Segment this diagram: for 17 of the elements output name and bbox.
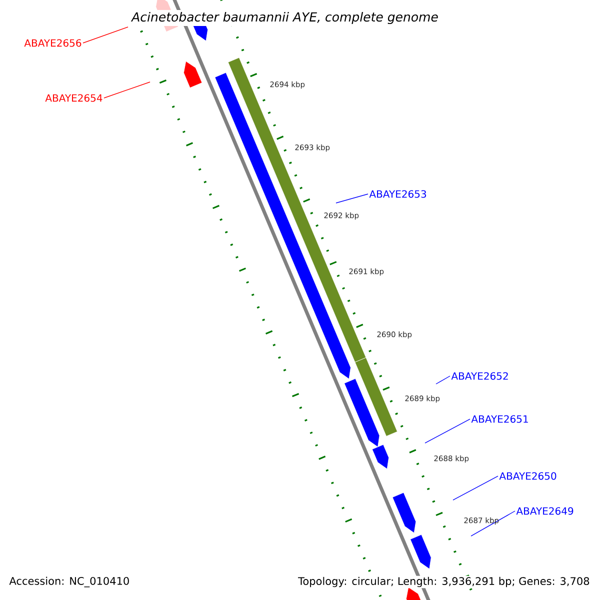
gene-label: ABAYE2649: [516, 507, 574, 515]
gene-label: ABAYE2650: [499, 472, 556, 480]
gene-label: ABAYE2654: [45, 94, 102, 102]
gene-label: ABAYE2656: [24, 39, 82, 47]
leader-line: [424, 418, 470, 444]
leader-line: [82, 26, 128, 44]
accession-text: Accession: NC_010410: [8, 576, 131, 588]
leader-line: [436, 376, 450, 384]
leader-line: [452, 476, 498, 500]
genome-info-text: Topology: circular; Length: 3,936,291 bp; Genes: 3,708: [297, 576, 591, 588]
gene-label: ABAYE2652: [451, 372, 508, 380]
title: Acinetobacter baumannii AYE, complete genome: [130, 10, 440, 26]
leader-line: [104, 82, 150, 98]
gene-label: ABAYE2653: [369, 190, 426, 198]
leader-line: [470, 510, 516, 536]
gene-label: ABAYE2651: [471, 415, 528, 423]
leader-line: [336, 194, 368, 204]
